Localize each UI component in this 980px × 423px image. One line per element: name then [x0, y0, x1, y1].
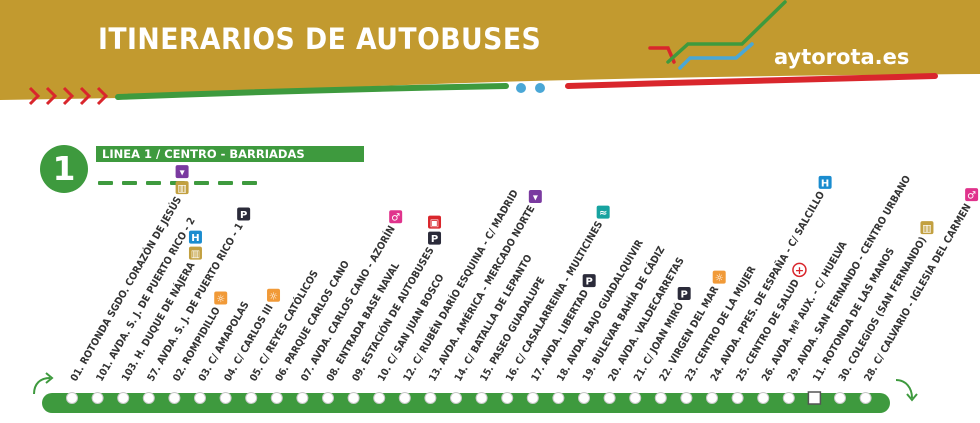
stop-marker[interactable] — [834, 392, 846, 404]
stop-marker[interactable] — [66, 392, 78, 404]
svg-text:▾: ▾ — [180, 168, 185, 179]
pool-icon: ≈ — [596, 205, 610, 219]
beach-icon: ☼ — [267, 288, 281, 302]
stop-marker[interactable] — [91, 392, 104, 404]
svg-text:P: P — [240, 210, 247, 221]
stop-marker[interactable] — [552, 392, 565, 404]
stop-marker[interactable] — [322, 392, 334, 404]
header-background — [0, 0, 980, 106]
svg-text:P: P — [586, 277, 593, 288]
red-cross-icon: + — [792, 262, 807, 278]
page-title: ITINERARIOS DE AUTOBUSES — [98, 22, 542, 56]
stop-marker[interactable] — [450, 392, 462, 404]
svg-text:H: H — [821, 178, 829, 189]
stop-marker[interactable] — [680, 392, 693, 404]
stop-marker[interactable] — [168, 392, 181, 404]
svg-text:P: P — [681, 289, 688, 300]
parking-icon: P — [237, 207, 251, 221]
arrow-left-icon — [33, 377, 51, 395]
stop-marker[interactable] — [194, 392, 206, 404]
svg-text:+: + — [795, 264, 804, 277]
svg-text:☼: ☼ — [715, 273, 724, 284]
header-banner: ITINERARIOS DE AUTOBUSES aytorota.es — [0, 0, 980, 106]
arrow-right-icon — [895, 379, 913, 399]
hospital-icon: H — [188, 230, 202, 244]
stop-marker[interactable] — [296, 392, 309, 404]
line-number: 1 — [52, 149, 76, 188]
hospital-icon: H — [818, 175, 832, 189]
stop-marker[interactable] — [578, 392, 590, 404]
market-icon: ▾ — [528, 190, 542, 204]
stop-marker[interactable] — [219, 392, 232, 404]
stop-marker[interactable] — [347, 392, 360, 404]
stop-marker[interactable] — [142, 392, 155, 404]
chevrons-icon — [28, 86, 109, 106]
beach-icon: ☼ — [214, 291, 228, 305]
stop-marker[interactable] — [603, 392, 616, 404]
stop-marker[interactable] — [475, 392, 488, 404]
stop-marker[interactable] — [731, 392, 744, 404]
arrow-head-icon — [45, 372, 54, 384]
terminal-stop-marker[interactable] — [807, 391, 822, 405]
stop-marker[interactable] — [270, 392, 283, 404]
stop-marker[interactable] — [117, 392, 130, 404]
stop-label: 02. ROMPIDILLO — [171, 305, 222, 383]
stop-marker[interactable] — [782, 392, 795, 404]
line-number-badge: 1 — [40, 145, 88, 193]
website-link[interactable]: aytorota.es — [774, 45, 910, 69]
svg-text:♂: ♂ — [967, 191, 976, 202]
market-icon: ▾ — [175, 165, 189, 179]
dot-icon — [535, 83, 545, 93]
svg-text:≈: ≈ — [599, 208, 607, 219]
line-name: LINEA 1 / CENTRO - BARRIADAS — [102, 147, 305, 161]
stop-marker[interactable] — [373, 392, 386, 404]
toilets-icon: ♂ — [389, 210, 403, 224]
stop-label: 57. AVDA. S. J. DE PUERTO RICO - 1 — [146, 222, 246, 384]
beach-icon: ☼ — [712, 270, 726, 284]
svg-text:☼: ☼ — [269, 291, 278, 302]
logo-lines-icon — [648, 0, 787, 70]
stop-marker[interactable] — [526, 392, 539, 404]
stop-marker[interactable] — [706, 392, 718, 404]
line-name-bar: LINEA 1 / CENTRO - BARRIADAS — [96, 146, 364, 162]
svg-text:H: H — [191, 233, 199, 244]
parking-icon: P — [582, 274, 596, 288]
arrow-head-icon — [906, 393, 918, 402]
bus-station-icon: ▣ — [428, 215, 442, 229]
stop-marker[interactable] — [654, 392, 667, 404]
education-icon: ▥ — [175, 181, 189, 195]
stop-marker[interactable] — [757, 392, 770, 404]
stop-marker[interactable] — [398, 392, 411, 404]
parking-icon: P — [677, 286, 691, 300]
dot-icon — [516, 83, 526, 93]
svg-text:▥: ▥ — [922, 224, 931, 235]
stop-marker[interactable] — [424, 392, 437, 404]
stop-label: 16. C/ CASALARREINA - MULTICINES — [504, 220, 605, 384]
parking-icon: P — [428, 231, 442, 245]
stop-marker[interactable] — [859, 392, 872, 404]
svg-text:P: P — [431, 234, 438, 245]
stop-marker[interactable] — [245, 392, 258, 404]
svg-text:▣: ▣ — [430, 218, 439, 229]
education-icon: ▥ — [188, 246, 202, 260]
svg-text:▾: ▾ — [533, 193, 538, 204]
stop-marker[interactable] — [501, 392, 514, 404]
svg-text:▥: ▥ — [191, 249, 200, 260]
svg-text:☼: ☼ — [216, 294, 225, 305]
education-icon: ▥ — [920, 221, 934, 235]
stop-marker[interactable] — [629, 392, 642, 404]
toilets-icon: ♂ — [965, 188, 979, 202]
svg-text:♂: ♂ — [391, 213, 400, 224]
svg-text:▥: ▥ — [177, 184, 186, 195]
